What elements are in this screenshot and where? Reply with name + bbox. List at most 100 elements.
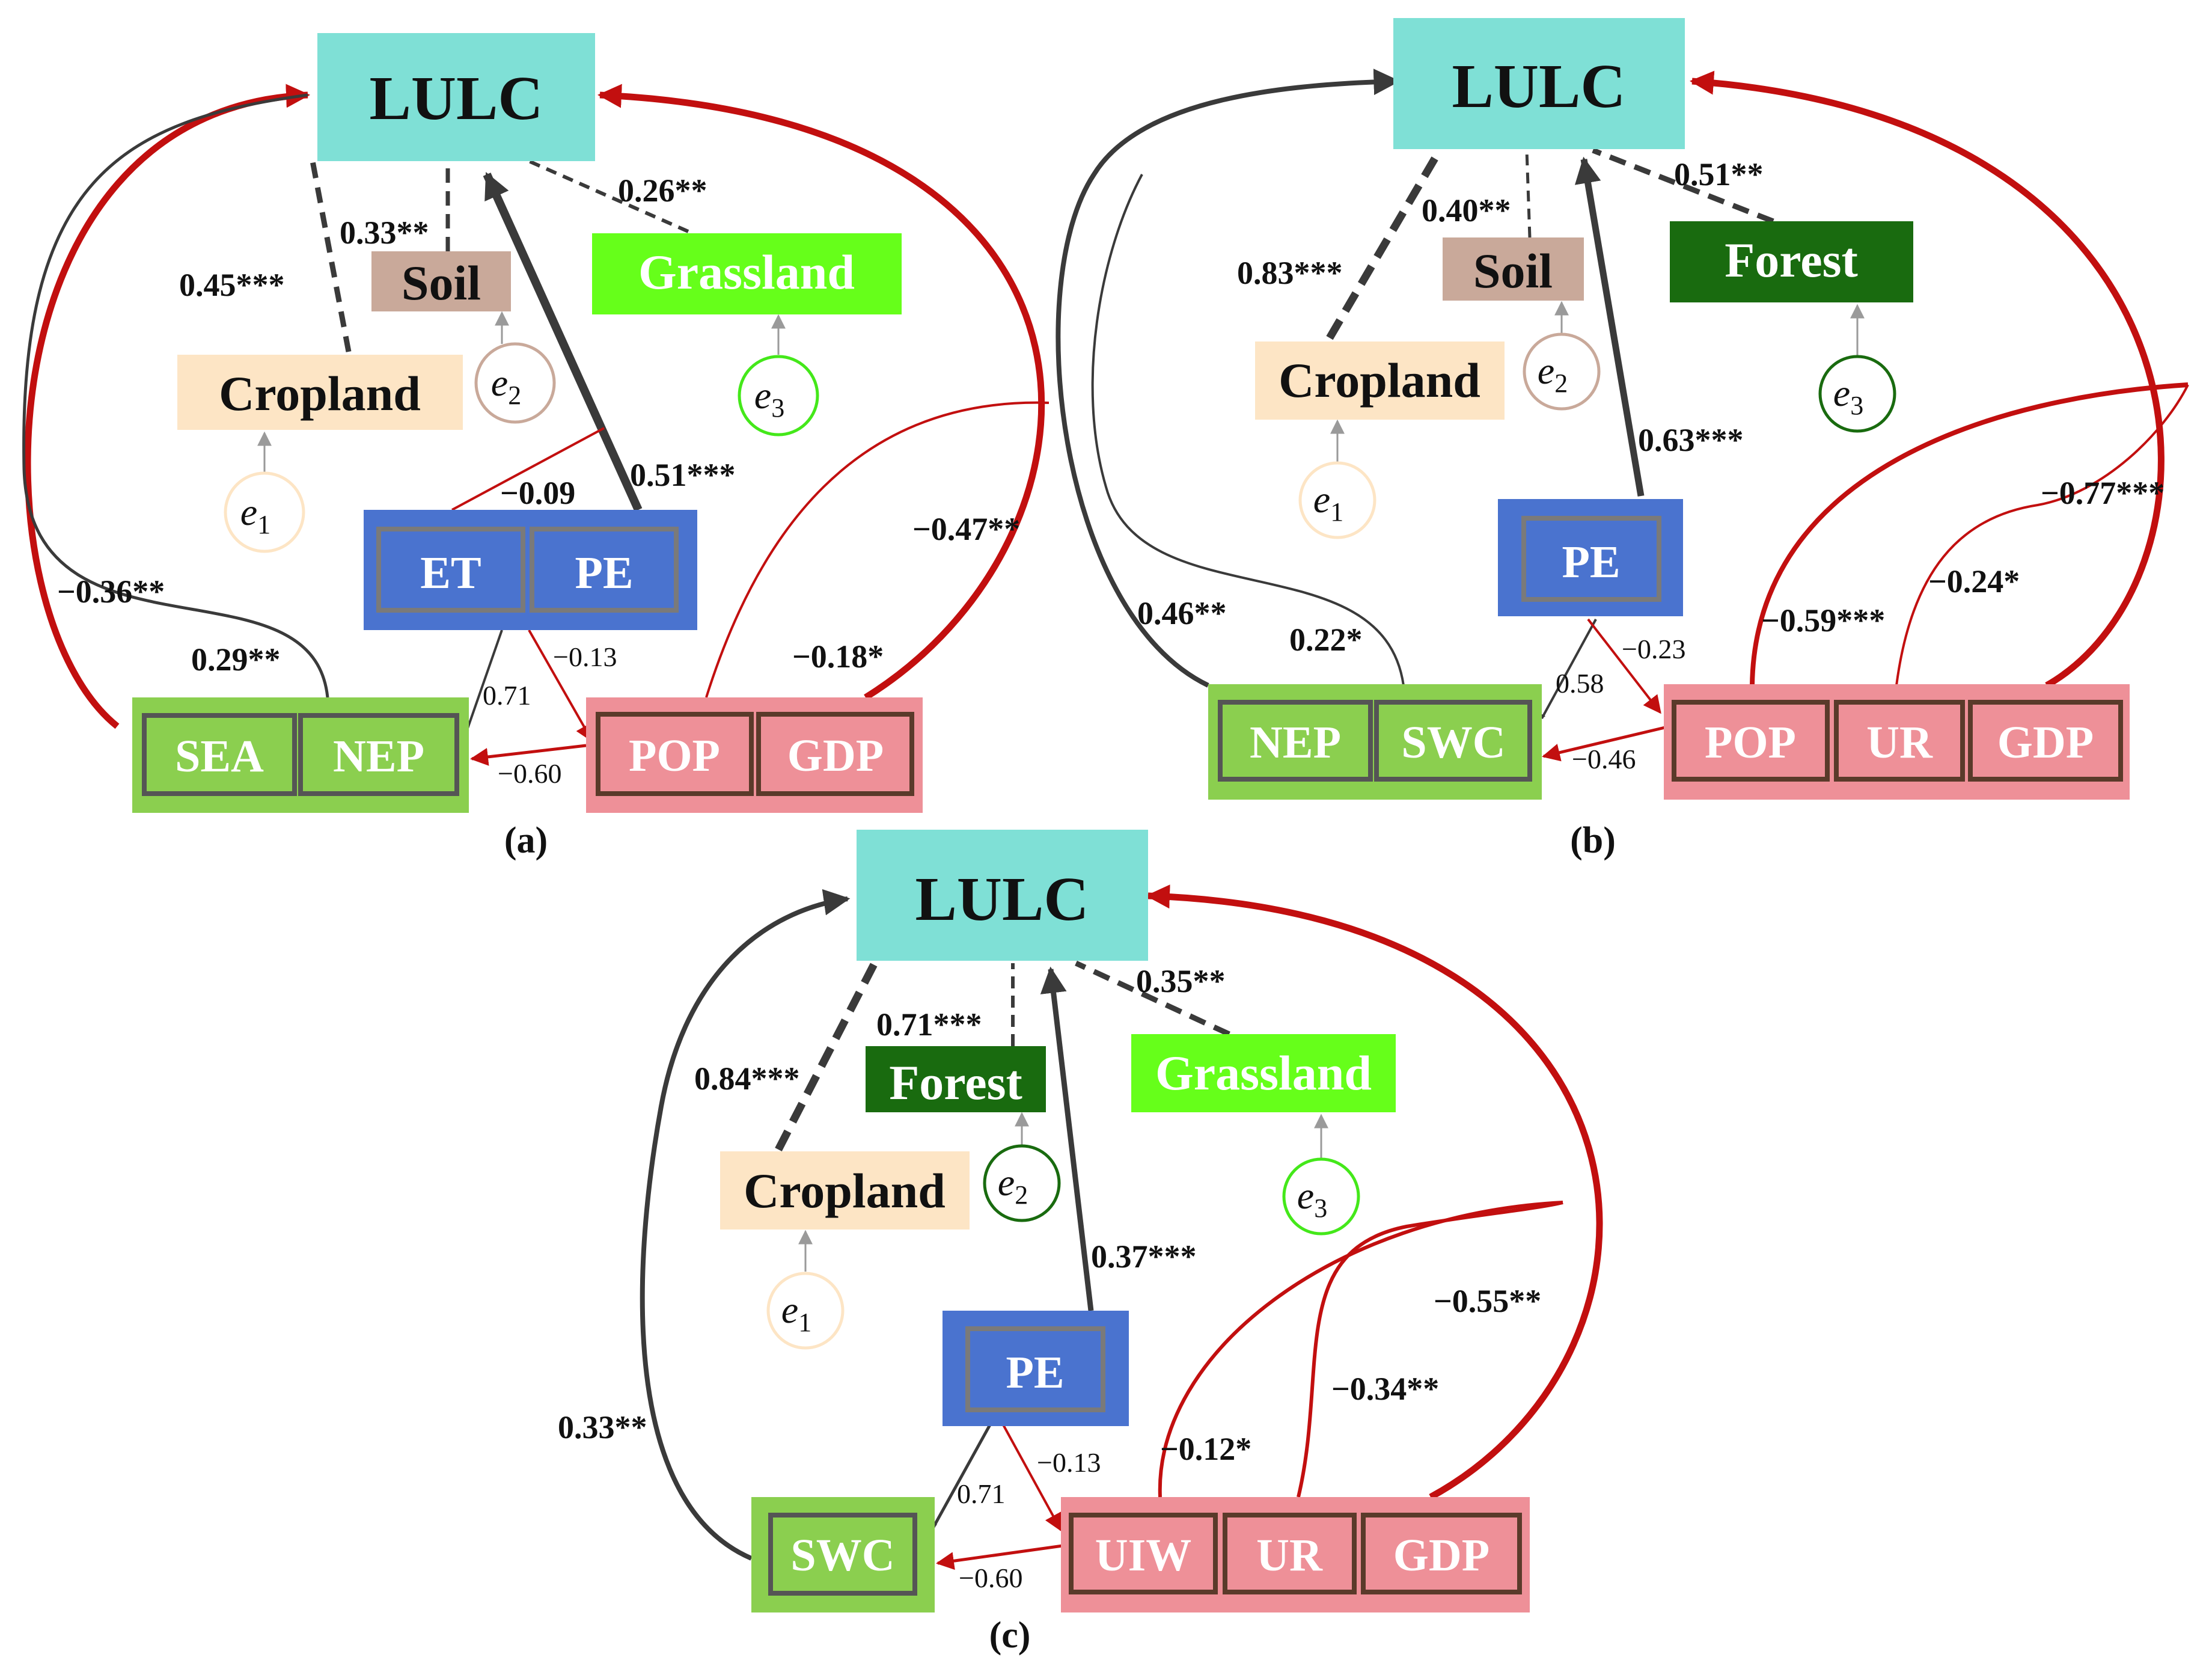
cropland-label-b: Cropland [1279,353,1480,408]
coef-grassland-c: 0.35** [1136,963,1226,999]
error-label-soil-b: e2 [1538,349,1568,398]
error-label-grassland-c: e3 [1297,1174,1327,1223]
lulc-box-b [1393,18,1685,149]
coef-climate-lulc-b: 0.63*** [1638,422,1744,458]
ecology-label-a-1: NEP [333,731,424,782]
coef-social-lulc-b-b: −0.24* [1928,563,2020,599]
path-ecology-lulc-outer-b [1056,69,1401,688]
coef-climate-social-c: −0.13 [1037,1447,1101,1478]
error-circle-cropland-c [766,1272,845,1350]
forest-box-b [1670,221,1913,302]
grassland-label-a: Grassland [638,245,855,299]
cropland-box-c [720,1151,970,1230]
error-circle-grassland-a [738,355,819,436]
path-social-lulc-c-b [1690,70,2165,688]
coef-social-lulc-c-c: −0.55** [1434,1283,1541,1319]
social-inner-box-b-2 [1968,700,2123,782]
coef-social-lulc-b-c: −0.34** [1331,1371,1439,1407]
coef-social-lulc-a-b: −0.59*** [1761,602,1885,639]
coef-climate-social-a: −0.13 [553,642,617,672]
coef-soil-a: 0.33** [340,215,429,251]
panel-b: LULC Soil Cropland Forest PE NEP SWC POP… [1056,18,2189,861]
path-social-lulc-c-c [1146,884,1603,1500]
path-ecology-lulc-outer-a [24,84,310,729]
coef-ecology-lulc-inner-b: 0.22* [1289,622,1363,658]
coef-climate-lulc-a: 0.51*** [630,457,736,493]
error-circle-forest-c [983,1144,1061,1222]
error-label-forest-c: e2 [998,1161,1028,1210]
climate-label-a-1: PE [575,548,633,598]
lulc-label-a: LULC [370,64,543,133]
coef-social-lulc-outer-a: −0.47** [912,511,1020,547]
cropland-label-a: Cropland [219,366,421,421]
coef-social-ecology-a: −0.60 [498,758,561,789]
panel-c: LULC Forest Cropland Grassland PE SWC UI… [558,830,1603,1656]
coef-climate-ecology-c: 0.71 [957,1478,1006,1509]
coef-cropland-a: 0.45*** [179,267,285,303]
social-label-a-1: GDP [787,730,884,781]
lulc-label-b: LULC [1452,52,1626,121]
error-circle-grassland-c [1282,1157,1360,1236]
ecology-label-c-0: SWC [790,1530,894,1581]
panel-letter-b: (b) [1570,820,1616,861]
soil-box-b [1443,237,1584,301]
coef-social-ecology-b: −0.46 [1572,744,1636,774]
path-social-lulc-b-c [1297,1201,1563,1498]
forest-label-c: Forest [889,1055,1022,1110]
coef-grassland-a: 0.26** [618,173,707,209]
climate-label-b-0: PE [1562,537,1620,587]
coef-social-ecology-c: −0.60 [959,1563,1022,1593]
path-social-lulc-inner-a [705,401,1049,698]
coef-ecology-lulc-outer-b: 0.46** [1137,595,1227,631]
error-label-grassland-a: e3 [754,374,784,423]
path-social-ecology-a [470,744,587,766]
grassland-box-a [592,233,902,314]
cropland-box-b [1255,341,1505,420]
coef-climate-ecology-a: 0.71 [483,680,531,711]
error-label-cropland-b: e1 [1313,478,1343,527]
social-label-b-2: GDP [1997,717,2094,768]
error-label-cropland-c: e1 [781,1288,811,1337]
cropland-label-c: Cropland [744,1163,946,1218]
path-ecology-lulc-inner-a [22,93,329,698]
ecology-inner-box-b-0 [1218,700,1373,782]
panel-a: LULC Soil Cropland Grassland ET PE SEA N… [22,33,1049,861]
coef-forest-c: 0.71*** [876,1006,982,1043]
cropland-box-a [177,355,463,430]
ecology-label-b-0: NEP [1250,717,1341,768]
path-ecology-lulc-c [640,889,851,1561]
coef-social-lulc-c-b: −0.77*** [2041,475,2165,511]
grassland-label-c: Grassland [1155,1046,1372,1100]
path-social-lulc-a-b [1750,382,2189,686]
coef-climate-social-b: −0.23 [1622,634,1685,664]
path-pe-lulc-b [1574,156,1645,497]
path-climate-ecology-b [1541,619,1597,719]
lulc-box-a [317,33,595,161]
path-soil-lulc-b [1525,150,1532,238]
path-social-lulc-a-c [1158,1201,1563,1498]
soil-box-a [371,251,511,311]
path-cropland-lulc-a [310,161,352,352]
climate-inner-box-a-0 [376,527,525,613]
path-social-ecology-c [936,1543,1068,1570]
path-climate-ecology-a [465,629,503,734]
social-label-a-0: POP [629,730,720,781]
social-inner-box-c-0 [1069,1513,1218,1594]
coef-climate-ecology-b: 0.58 [1556,668,1604,699]
coef-climate-social-lulc-a: −0.09 [500,475,575,511]
ecology-label-a-0: SEA [175,731,264,782]
path-climate-ecology-c [932,1423,992,1528]
coef-ecology-lulc-c: 0.33** [558,1409,647,1445]
panel-letter-c: (c) [989,1615,1031,1656]
error-label-forest-b: e3 [1833,372,1863,420]
path-grassland-lulc-a [528,159,689,233]
ecology-inner-box-c-0 [768,1513,917,1596]
panel-letter-a: (a) [504,820,548,861]
ecology-inner-box-b-1 [1374,700,1532,782]
ecology-inner-box-a-0 [142,713,297,796]
social-inner-box-c-1 [1223,1513,1357,1594]
coef-forest-b: 0.51** [1674,156,1764,192]
coef-cropland-b: 0.83*** [1237,255,1343,291]
soil-label-a: Soil [402,256,481,310]
